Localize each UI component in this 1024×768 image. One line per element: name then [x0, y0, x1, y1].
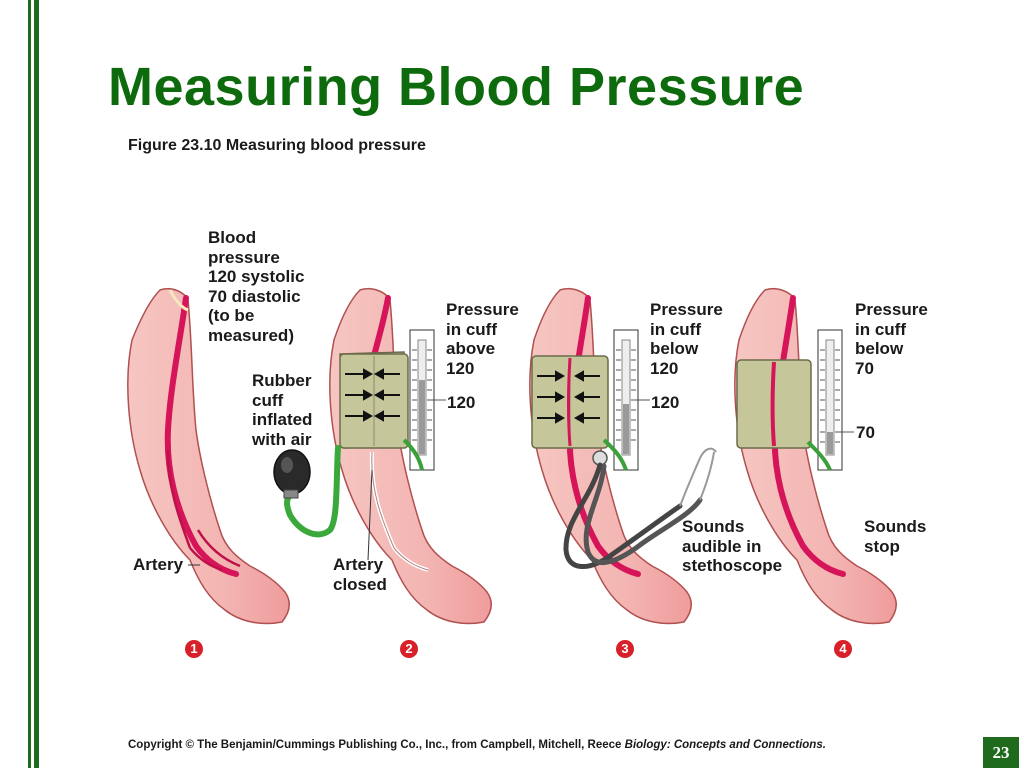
- arm-4: [734, 288, 897, 625]
- label-sounds-stop: Sounds stop: [864, 517, 927, 556]
- copyright-notice: Copyright © The Benjamin/Cummings Publis…: [128, 739, 826, 751]
- step-marker-3: 3: [616, 640, 634, 658]
- arm-1: [127, 288, 290, 625]
- step-marker-4: 4: [834, 640, 852, 658]
- step-marker-1: 1: [185, 640, 203, 658]
- left-border-bar-outer: [28, 0, 31, 768]
- label-artery-closed: Artery closed: [333, 555, 387, 594]
- label-pressure-below-120: Pressure in cuff below 120: [650, 300, 723, 378]
- left-border-bar-inner: [34, 0, 39, 768]
- arm-2: [273, 288, 492, 625]
- gauge-mark-120-panel3: 120: [651, 393, 680, 412]
- arm-3: [529, 288, 717, 625]
- label-rubber-cuff: Rubber cuff inflated with air: [252, 371, 313, 449]
- label-pressure-above-120: Pressure in cuff above 120: [446, 300, 519, 378]
- slide-title: Measuring Blood Pressure: [108, 57, 805, 117]
- gauge-mark-120-panel2: 120: [447, 393, 476, 412]
- book-title: Biology: Concepts and Connections.: [624, 739, 826, 751]
- label-sounds-audible: Sounds audible in stethoscope: [682, 517, 783, 575]
- page-number: 23: [983, 737, 1019, 768]
- step-marker-2: 2: [400, 640, 418, 658]
- copyright-text: Copyright © The Benjamin/Cummings Publis…: [128, 739, 625, 751]
- label-blood-pressure: Blood pressure 120 systolic 70 diastolic…: [208, 228, 305, 345]
- label-pressure-below-70: Pressure in cuff below 70: [855, 300, 928, 378]
- figure-caption: Figure 23.10 Measuring blood pressure: [128, 137, 426, 154]
- label-artery: Artery: [133, 555, 184, 574]
- gauge-mark-70: 70: [856, 423, 875, 442]
